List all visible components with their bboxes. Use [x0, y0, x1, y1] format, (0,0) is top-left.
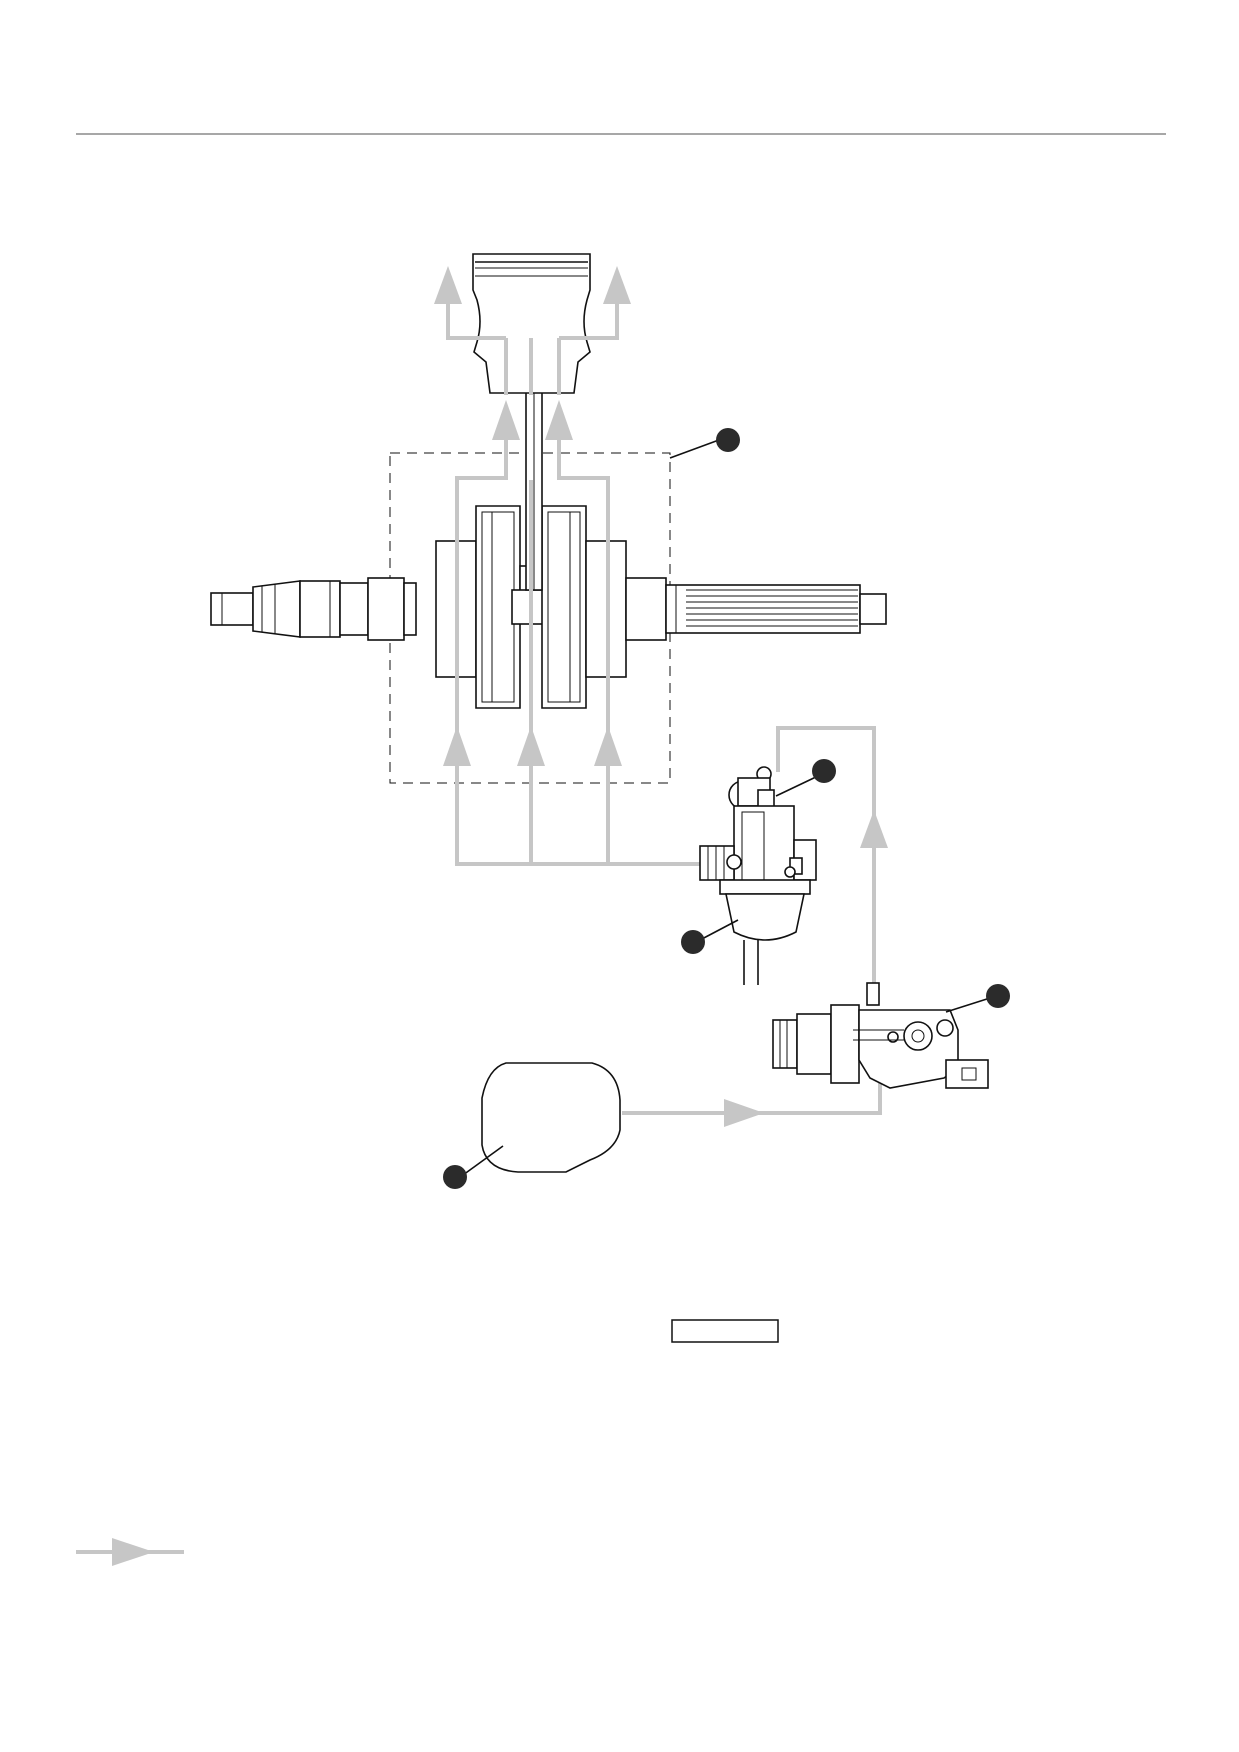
flow-arrow-icon — [76, 1538, 184, 1566]
callout-5 — [443, 1145, 504, 1189]
oil-pump-icon — [772, 982, 989, 1089]
callout-4 — [945, 984, 1010, 1013]
reference-box — [671, 1319, 779, 1343]
callout-1 — [669, 428, 740, 459]
oil-tank-icon — [481, 1062, 621, 1173]
flow-arrowheads — [434, 266, 888, 1127]
carburetor-icon — [699, 766, 817, 985]
crankshaft-icon — [210, 505, 887, 709]
callout-2 — [775, 759, 836, 797]
callout-3 — [681, 919, 739, 954]
connecting-rod-icon — [525, 389, 543, 591]
